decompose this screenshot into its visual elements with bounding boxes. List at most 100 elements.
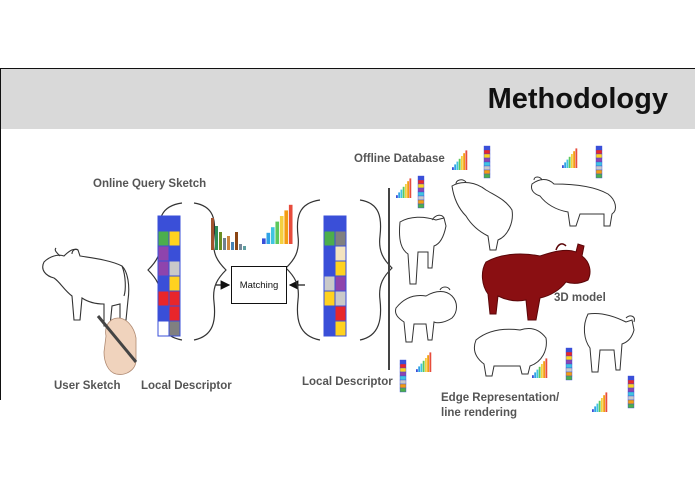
histogram-bar — [596, 403, 599, 412]
color-strip-icon — [417, 191, 425, 197]
local-descriptor-right — [323, 215, 347, 337]
color-strip-icon — [627, 395, 635, 401]
color-strip-icon — [627, 387, 635, 393]
color-strip-icon — [627, 383, 635, 389]
offline-database-label: Offline Database — [354, 153, 445, 165]
cow-sketch-icon — [531, 176, 616, 227]
color-strip-icon — [417, 179, 425, 185]
histogram-bar — [575, 148, 578, 168]
descriptor-cell — [334, 260, 347, 277]
histogram-bar — [400, 189, 403, 198]
descriptor-cell — [334, 320, 347, 337]
color-strip-icon — [483, 149, 491, 155]
histogram-bar — [573, 151, 576, 168]
matching-box: Matching — [231, 266, 287, 304]
histogram-bar — [605, 392, 608, 412]
color-strip-icon — [565, 359, 573, 365]
user-sketch-cow-icon — [42, 247, 130, 327]
color-strip-icon — [417, 187, 425, 193]
color-strip-icon — [595, 149, 603, 155]
histogram-bar — [460, 156, 463, 170]
histogram-bar — [534, 372, 537, 378]
histogram-bar — [402, 186, 405, 198]
color-strip-icon — [565, 347, 573, 353]
color-strip-icon — [627, 403, 635, 409]
histogram-bar — [570, 154, 573, 168]
color-strip-icon — [483, 153, 491, 159]
histogram-bar — [562, 165, 564, 168]
descriptor-cell — [157, 290, 170, 307]
color-strip-icon — [627, 399, 635, 405]
histogram-bar — [288, 204, 293, 244]
color-strip-icon — [417, 203, 425, 209]
descriptor-cell — [323, 260, 336, 277]
descriptor-cell — [157, 275, 170, 292]
color-strip-icon — [595, 145, 603, 151]
color-strip-icon — [627, 379, 635, 385]
descriptor-cell — [168, 320, 181, 337]
color-strip-icon — [595, 173, 603, 179]
histogram-bar — [270, 227, 275, 244]
color-strip-icon — [565, 371, 573, 377]
descriptor-cell — [323, 290, 336, 307]
color-strip-icon — [399, 383, 407, 389]
histogram-bar — [463, 153, 466, 170]
color-strip-icon — [399, 379, 407, 385]
descriptor-cell — [323, 320, 336, 337]
color-strip-icon — [483, 161, 491, 167]
hand-pen-icon — [96, 315, 138, 375]
cow-sketch-icon — [583, 313, 635, 373]
color-strip-icon — [399, 367, 407, 373]
histogram-bar — [568, 156, 571, 168]
descriptor-cell — [157, 260, 170, 277]
histogram-bar — [416, 369, 418, 372]
color-strip-icon — [595, 169, 603, 175]
descriptor-cell — [323, 230, 336, 247]
color-strip-icon — [595, 165, 603, 171]
color-strip-icon — [565, 351, 573, 357]
color-strip-icon — [483, 169, 491, 175]
histogram-bar — [429, 352, 432, 372]
cow-sketch-icon — [395, 286, 457, 343]
histogram-bar — [465, 150, 468, 170]
color-strip-icon — [483, 145, 491, 151]
color-strip-icon — [565, 355, 573, 361]
descriptor-cell — [334, 245, 347, 262]
histogram-bar — [454, 164, 457, 170]
descriptor-cell — [168, 305, 181, 322]
descriptor-cell — [157, 245, 170, 262]
histogram-bar — [407, 181, 410, 198]
descriptor-cell — [323, 275, 336, 292]
histogram-bar — [452, 167, 454, 170]
histogram-bar — [266, 232, 271, 244]
color-strip-icon — [595, 153, 603, 159]
descriptor-cell — [334, 290, 347, 307]
histogram-bar — [284, 210, 289, 244]
right-brace — [359, 199, 393, 341]
local-descriptor-left — [157, 215, 181, 337]
cow-3d-model-icon — [481, 243, 591, 321]
matching-label: Matching — [239, 279, 279, 291]
right-brace — [193, 202, 227, 341]
color-strip-icon — [627, 375, 635, 381]
histogram-bar — [422, 360, 425, 372]
histogram-bar — [398, 192, 401, 198]
color-strip-icon — [565, 367, 573, 373]
descriptor-cell — [157, 320, 170, 337]
cow-sketch-icon — [399, 214, 447, 285]
descriptor-cell — [168, 230, 181, 247]
descriptor-cell — [168, 290, 181, 307]
histogram-bar — [598, 400, 601, 412]
descriptor-cell — [334, 305, 347, 322]
descriptor-cell — [168, 245, 181, 262]
edge-representation-label: Edge Representation/ line rendering — [441, 391, 559, 421]
histogram-bar — [262, 238, 266, 244]
descriptor-cell — [334, 230, 347, 247]
color-strip-icon — [595, 157, 603, 163]
histogram-bar — [458, 158, 461, 170]
user-sketch-label: User Sketch — [54, 380, 121, 392]
histogram-bar — [396, 195, 398, 198]
histogram-bar — [427, 355, 430, 372]
color-strip-icon — [417, 195, 425, 201]
